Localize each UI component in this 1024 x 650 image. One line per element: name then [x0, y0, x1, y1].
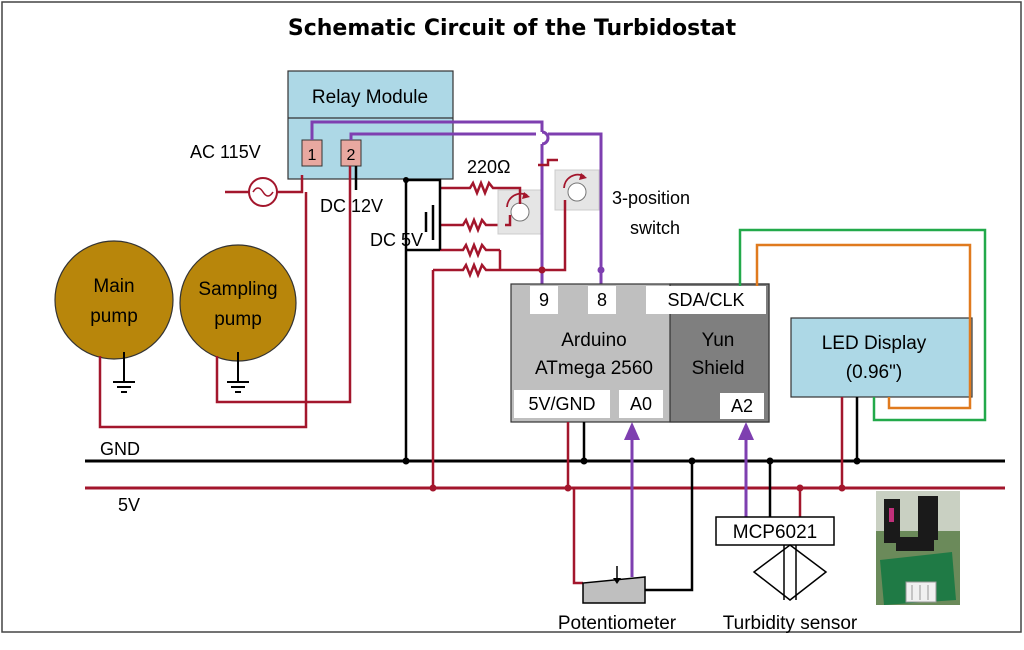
arduino-sda-clk-port	[646, 286, 766, 314]
led-display-label-2: (0.96")	[846, 362, 902, 383]
switch-feed-1	[505, 186, 522, 204]
pot-gnd-wire	[645, 461, 694, 592]
resistor-icon	[440, 179, 505, 197]
gnd-bus-label: GND	[100, 439, 140, 459]
sampling-pump: Sampling pump	[179, 244, 297, 362]
resistor-icon	[433, 261, 500, 279]
main-pump: Main pump	[54, 240, 174, 360]
resistor-label: 220Ω	[467, 157, 511, 177]
relay-pin-2-label: 2	[347, 147, 356, 164]
relay2-signal-wire	[349, 132, 536, 140]
arduino-pin-9	[530, 286, 558, 314]
main-pump-label-2: pump	[90, 306, 138, 327]
switch-feed-2	[505, 215, 512, 227]
relay-module-label: Relay Module	[312, 87, 428, 108]
arduino-a0-port	[619, 390, 663, 418]
arduino-name-1: Arduino	[561, 330, 627, 351]
led-display: LED Display (0.96")	[790, 317, 973, 398]
turbidity-sensor-label: Turbidity sensor	[723, 613, 858, 634]
sda-wire	[738, 228, 987, 422]
ac-115v-label: AC 115V	[190, 142, 261, 162]
resistor-icon	[440, 216, 505, 234]
turbidity-sensor-photo	[876, 491, 960, 605]
dc-5v-label: DC 5V	[370, 230, 423, 250]
arduino-a0-label: A0	[630, 394, 652, 414]
arduino-5v-gnd-label: 5V/GND	[528, 394, 595, 414]
switch-label-2: switch	[630, 218, 680, 238]
switch-feed-3	[500, 200, 567, 272]
sampling-pump-label-1: Sampling	[198, 279, 277, 300]
v5-bus-label: 5V	[118, 495, 140, 515]
arduino-pin-8	[588, 286, 616, 314]
relay2-wire	[306, 166, 352, 404]
switch-label-1: 3-position	[612, 188, 690, 208]
potentiometer-icon	[582, 566, 646, 604]
wire-crossover	[541, 130, 550, 146]
main-pump-wire	[98, 192, 308, 429]
diagram-title: Schematic Circuit of the Turbidostat	[288, 16, 737, 41]
arduino-name-2: ATmega 2560	[535, 358, 653, 379]
arduino-pin-9-label: 9	[539, 290, 549, 310]
pin8-signal-wire	[548, 132, 603, 285]
dc-12v-label: DC 12V	[320, 196, 383, 216]
ac-source-icon	[225, 175, 304, 207]
arduino-5v-gnd-port	[514, 390, 610, 418]
main-pump-label-1: Main	[93, 276, 134, 297]
ground-icon	[113, 352, 135, 393]
relay1-signal-wire	[310, 120, 544, 140]
resistor-icon	[440, 241, 500, 259]
switch-bridge	[538, 158, 558, 167]
potentiometer-label: Potentiometer	[558, 613, 677, 634]
sampling-pump-wire	[215, 356, 306, 404]
turbidity-sensor-icon	[752, 544, 828, 601]
mcp6021-label: MCP6021	[733, 522, 818, 543]
relay-pin-1-label: 1	[308, 147, 317, 164]
pot-5v-wire	[572, 488, 583, 585]
arduino-board: 9 8 SDA/CLK Arduino ATmega 2560 Yun Shie…	[510, 283, 770, 423]
sampling-pump-label-2: pump	[214, 309, 262, 330]
shield-name-2: Shield	[692, 358, 745, 379]
arduino-sda-clk-label: SDA/CLK	[667, 290, 744, 310]
mcp6021-amplifier: MCP6021	[715, 516, 835, 546]
frame	[1, 1, 1022, 633]
dc-ground-wire	[406, 178, 442, 250]
led-display-label-1: LED Display	[822, 333, 927, 354]
pot-signal-arrow-icon	[624, 422, 640, 440]
three-position-switch-icon	[497, 169, 600, 235]
relay-module: Relay Module 1 2	[287, 70, 454, 180]
arduino-a2-label: A2	[731, 396, 753, 416]
arduino-a2-port	[720, 393, 764, 419]
clk-wire	[755, 243, 972, 410]
a2-signal-arrow-icon	[738, 422, 754, 440]
junction-dots	[402, 177, 861, 492]
arduino-pin-8-label: 8	[597, 290, 607, 310]
shield-name-1: Yun	[702, 330, 735, 351]
ground-icon	[227, 352, 249, 393]
